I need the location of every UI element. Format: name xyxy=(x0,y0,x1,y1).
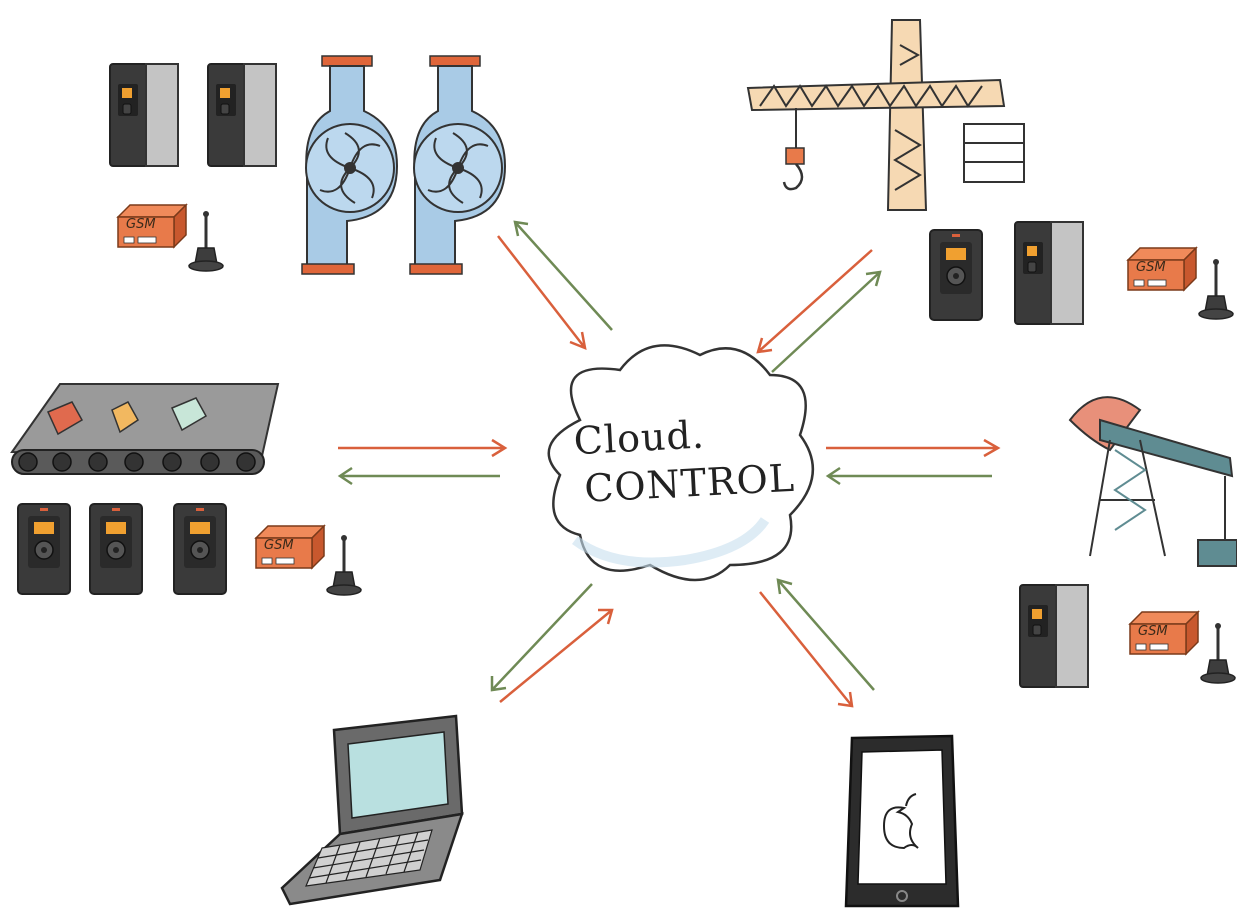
tower-crane-icon xyxy=(746,19,1025,211)
cloud-icon xyxy=(547,344,815,582)
frequency-drive-icon xyxy=(17,503,71,595)
arrow-to-cloud xyxy=(776,578,875,691)
gsm-label: GSM xyxy=(1136,260,1166,275)
arrow-from-cloud xyxy=(513,220,613,331)
antenna-icon xyxy=(1197,257,1235,321)
arrow-from-cloud xyxy=(337,466,500,486)
arrows xyxy=(337,220,1001,708)
arrow-to-cloud xyxy=(756,249,873,354)
arrow-from-cloud xyxy=(759,591,854,708)
frequency-drive-icon xyxy=(109,63,179,167)
pump-station: GSM xyxy=(1019,584,1237,688)
frequency-drive-icon xyxy=(207,63,277,167)
cloud-label: Cloud. CONTROL xyxy=(573,407,797,513)
arrow-from-device xyxy=(825,466,992,486)
arrow-to-device xyxy=(826,438,1001,458)
gsm-label: GSM xyxy=(264,538,294,553)
arrow-from-cloud xyxy=(490,583,593,692)
crane-station: GSM xyxy=(929,221,1235,325)
fan-station: GSM xyxy=(109,55,506,275)
frequency-drive-icon xyxy=(1019,584,1089,688)
frequency-drive-icon xyxy=(89,503,143,595)
gsm-label: GSM xyxy=(126,217,156,232)
smartphone-icon xyxy=(844,734,960,908)
centrifugal-fan-icon xyxy=(301,55,398,275)
centrifugal-fan-icon xyxy=(409,55,506,275)
conveyor-belt-icon xyxy=(10,383,280,475)
cloud-label-line2: CONTROL xyxy=(583,455,797,511)
gsm-label: GSM xyxy=(1138,624,1168,639)
frequency-drive-icon xyxy=(173,503,227,595)
frequency-drive-icon xyxy=(929,229,983,321)
arrow-to-cloud xyxy=(338,438,508,458)
arrow-to-cloud xyxy=(499,608,614,703)
arrow-from-cloud xyxy=(771,270,882,373)
conveyor-station: GSM xyxy=(17,503,363,597)
antenna-icon xyxy=(1199,621,1237,685)
laptop-icon xyxy=(280,714,464,906)
arrow-to-cloud xyxy=(497,235,587,351)
antenna-icon xyxy=(187,209,225,273)
pump-jack-icon xyxy=(1068,396,1237,567)
antenna-icon xyxy=(325,533,363,597)
frequency-drive-icon xyxy=(1014,221,1084,325)
